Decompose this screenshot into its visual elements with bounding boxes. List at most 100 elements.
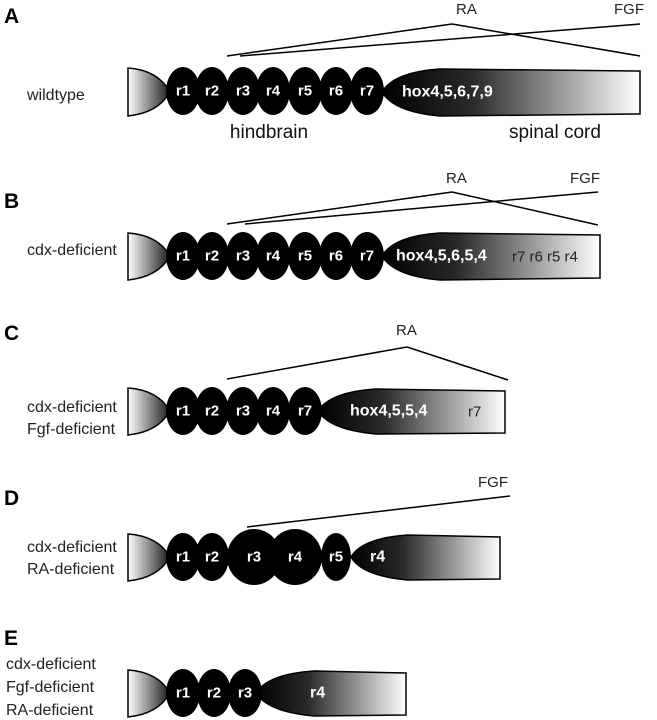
region-label-spinal-cord: spinal cord	[509, 122, 601, 143]
rhombomere-segment	[256, 387, 290, 435]
rhombomere-segment	[350, 67, 384, 115]
fgf-line	[246, 495, 511, 528]
spinal-cord-tissue	[381, 232, 601, 281]
segment-label: r3	[238, 685, 252, 702]
rhombomere-segment	[319, 67, 353, 115]
anterior-tissue	[127, 232, 171, 281]
segment-label: r3	[236, 403, 250, 420]
fgf-line	[239, 23, 641, 57]
ra-line	[226, 23, 453, 57]
hox-expression-label: hox4,5,6,5,4	[396, 248, 487, 265]
anterior-tissue	[127, 387, 171, 436]
panel-a: A wildtype RA FGF r1 r2 r3 r4 r5 r6 r7 h…	[4, 1, 644, 143]
condition-label: cdx-deficient	[27, 539, 117, 556]
segment-label: r1	[176, 403, 190, 420]
panel-letter: D	[4, 487, 19, 510]
segment-row: r1 r2 r3 r4 r5 r6 r7	[166, 232, 384, 280]
ra-line	[226, 346, 408, 380]
rhombomere-segment	[166, 533, 200, 581]
rhombomere-segment	[166, 232, 200, 280]
spinal-cord-tissue	[317, 388, 506, 435]
rhombomere-segment	[166, 669, 200, 717]
rhombomere-segment	[195, 533, 229, 581]
signal-label-fgf: FGF	[614, 1, 644, 18]
panel-e: E cdx-deficient Fgf-deficient RA-deficie…	[4, 627, 407, 719]
segment-label: r2	[207, 685, 221, 702]
segment-label: r4	[266, 248, 281, 265]
segment-label: r1	[176, 685, 190, 702]
segment-label: r4	[266, 83, 281, 100]
rhombomere-segment	[226, 67, 260, 115]
condition-label: RA-deficient	[6, 702, 94, 719]
spinal-cord-tissue	[350, 534, 501, 581]
rhombomere-segment	[350, 232, 384, 280]
ra-line	[406, 346, 509, 381]
segment-row: r1 r2 r3 r4 r7	[166, 387, 322, 435]
segment-label: r2	[205, 403, 219, 420]
segment-label: r3	[236, 83, 250, 100]
segment-label: r1	[176, 83, 190, 100]
ra-line	[226, 191, 453, 225]
panel-b: B cdx-deficient RA FGF r1 r2 r3 r4 r5 r6…	[4, 170, 601, 281]
segment-label: r2	[205, 83, 219, 100]
condition-label: Fgf-deficient	[6, 679, 95, 696]
segment-label: r2	[205, 248, 219, 265]
segment-label: r1	[176, 248, 190, 265]
hox-expression-label: r4	[310, 685, 325, 702]
panel-letter: E	[4, 627, 18, 650]
segment-label: r3	[247, 549, 261, 566]
anterior-tissue	[127, 669, 171, 718]
condition-label: RA-deficient	[27, 561, 115, 578]
hox-expression-label: hox4,5,6,7,9	[402, 84, 493, 101]
segment-label: r6	[329, 248, 343, 265]
rhombomere-segment	[256, 67, 290, 115]
condition-label: Fgf-deficient	[27, 421, 116, 438]
segment-label: r3	[236, 248, 250, 265]
rhombomere-segment	[195, 67, 229, 115]
signal-label-fgf: FGF	[570, 170, 600, 187]
segment-label: r5	[298, 83, 312, 100]
panel-letter: C	[4, 322, 19, 345]
panel-d: D cdx-deficient RA-deficient FGF r1 r2 r…	[4, 474, 511, 585]
rhombomere-identity-label: r7	[468, 404, 481, 421]
segment-label: r6	[329, 83, 343, 100]
rhombomere-segment	[319, 232, 353, 280]
rhombomere-segment	[195, 387, 229, 435]
signal-label-ra: RA	[456, 1, 477, 18]
rhombomere-segment	[226, 232, 260, 280]
segment-label: r7	[360, 83, 374, 100]
anterior-tissue	[127, 533, 171, 582]
spinal-cord-tissue	[381, 68, 641, 117]
signal-label-ra: RA	[396, 322, 417, 339]
condition-label: cdx-deficient	[6, 656, 96, 673]
rhombomere-identity-label: r7 r6 r5 r4	[512, 249, 578, 266]
rhombomere-segment	[228, 669, 262, 717]
segment-label: r5	[329, 549, 343, 566]
segment-label: r1	[176, 549, 190, 566]
segment-row: r1 r2 r3 r4 r5	[166, 529, 351, 585]
ra-line	[451, 191, 599, 226]
rhombomere-segment	[256, 232, 290, 280]
segment-label: r7	[298, 403, 312, 420]
rhombomere-segment	[195, 232, 229, 280]
signal-label-ra: RA	[446, 170, 467, 187]
rhombomere-segment	[288, 232, 322, 280]
ra-line	[451, 23, 641, 57]
signal-label-fgf: FGF	[478, 474, 508, 491]
segment-row: r1 r2 r3	[166, 669, 262, 717]
rhombomere-segment	[227, 529, 281, 585]
rhombomere-segment	[288, 387, 322, 435]
segment-label: r5	[298, 248, 312, 265]
rhombomere-segment	[166, 67, 200, 115]
segment-row: r1 r2 r3 r4 r5 r6 r7	[166, 67, 384, 115]
rhombomere-segment	[288, 67, 322, 115]
rhombomere-segment	[197, 669, 231, 717]
condition-label: wildtype	[26, 87, 85, 104]
rhombomere-segment	[268, 529, 322, 585]
hox-expression-label: r4	[370, 549, 385, 566]
rhombomere-segment	[321, 533, 351, 581]
segment-label: r2	[205, 549, 219, 566]
panel-letter: B	[4, 190, 19, 213]
segment-label: r4	[288, 549, 303, 566]
